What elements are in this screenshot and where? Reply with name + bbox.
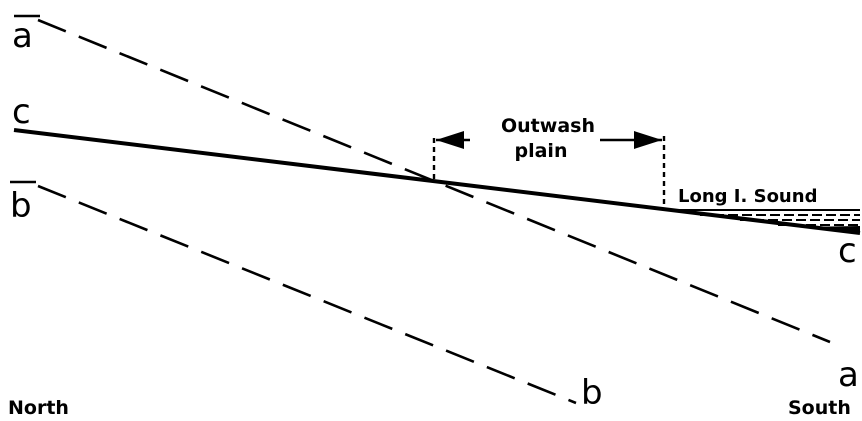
line-b-end-label: b <box>581 373 603 413</box>
water-wedge <box>800 226 860 233</box>
long-island-sound-label: Long I. Sound <box>678 186 817 207</box>
line-b-start-label: b <box>10 186 32 226</box>
line-b <box>37 184 577 405</box>
line-c <box>13 128 861 235</box>
line-a-end-label: a <box>838 355 859 395</box>
outwash-label-line2: plain <box>515 140 568 162</box>
line-c-end-label: c <box>838 231 857 271</box>
north-label: North <box>8 397 69 419</box>
line-c-start-label: c <box>12 92 31 132</box>
outwash-label-line1: Outwash <box>501 115 595 137</box>
line-a <box>37 18 831 344</box>
line-a-start-label: a <box>12 16 33 56</box>
south-label: South <box>788 397 851 419</box>
outwash-right-arrowhead <box>634 131 662 149</box>
outwash-left-arrowhead <box>436 131 464 149</box>
